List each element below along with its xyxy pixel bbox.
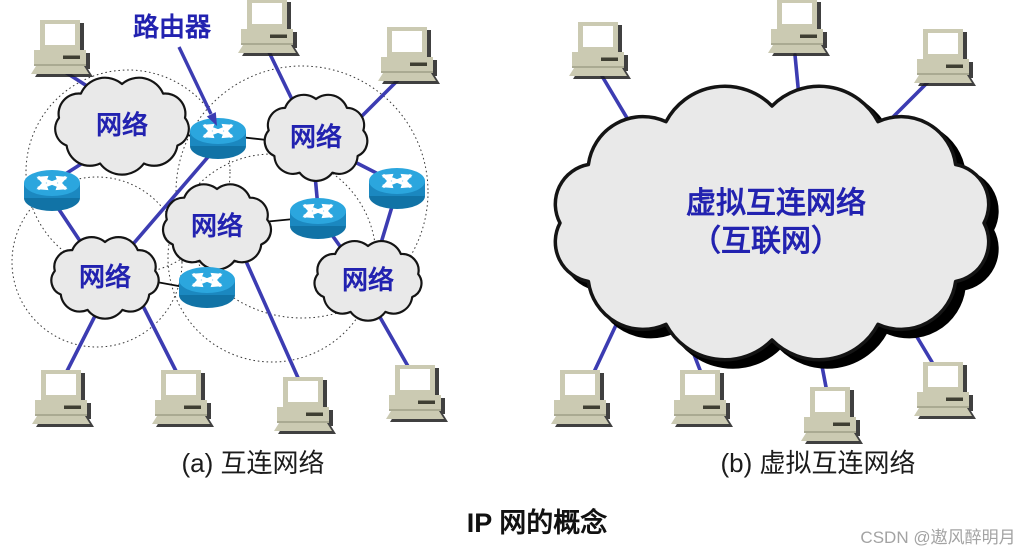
network-cloud-label: 网络 [191, 211, 243, 241]
virtual-network-cloud: 虚拟互连网络 （互联网） [553, 84, 999, 369]
network-cloud [50, 236, 160, 320]
panel-a: 网络 网络 网络 网络 网络 路由器 (a) 互连网络 [11, 0, 448, 478]
router-pointer: 路由器 [133, 12, 217, 126]
computer-icon [152, 370, 214, 427]
link-cloud-computer [239, 248, 301, 382]
caption-b: (b) 虚拟互连网络 [720, 448, 915, 478]
watermark: CSDN @遨风醉明月 [860, 528, 1015, 547]
computer-icon [378, 27, 440, 84]
router-icon [290, 198, 346, 239]
link-cloud-computer [63, 308, 100, 377]
computer-icon [31, 20, 93, 77]
computer-icon [32, 370, 94, 427]
caption-a: (a) 互连网络 [181, 448, 324, 478]
computer-icon [386, 365, 448, 422]
computer-icon [914, 29, 976, 86]
computer-icon [569, 22, 631, 79]
network-cloud [263, 93, 369, 182]
network-cloud-label: 网络 [96, 110, 148, 140]
network-cloud-label: 网络 [342, 265, 394, 295]
computer-icon [551, 370, 613, 427]
router-icon [190, 118, 246, 159]
network-cloud-label: 网络 [290, 122, 342, 152]
virtual-network-label-line1: 虚拟互连网络 [686, 186, 866, 220]
router-pointer-arrow-line [177, 46, 213, 115]
router-icon [369, 168, 425, 209]
network-cloud [54, 76, 190, 176]
router-icon [179, 267, 235, 308]
router-icon [24, 170, 80, 211]
link-router-cloud [126, 148, 216, 252]
computer-icon [274, 377, 336, 434]
computer-icon [671, 370, 733, 427]
computer-icon [914, 362, 976, 419]
computer-icon [238, 0, 300, 56]
computer-icon [768, 0, 830, 56]
boundary-circle [175, 65, 429, 319]
boundary-circle [11, 176, 183, 348]
network-cloud-label: 网络 [79, 262, 131, 292]
link-cloud-computer [140, 302, 179, 375]
panel-b: 虚拟互连网络 （互联网） (b) 虚拟互连网络 [551, 0, 999, 478]
virtual-network-label-line2: （互联网） [691, 224, 841, 258]
page-title: IP 网的概念 [467, 507, 608, 538]
clouds-a: 网络 网络 网络 网络 网络 [50, 76, 423, 322]
network-cloud [313, 239, 423, 322]
router-pointer-arrowhead [206, 112, 217, 126]
cloud-body [553, 84, 991, 362]
link-computer-cloud [354, 76, 402, 124]
router-pointer-label: 路由器 [133, 12, 212, 42]
computer-icon [801, 387, 863, 444]
